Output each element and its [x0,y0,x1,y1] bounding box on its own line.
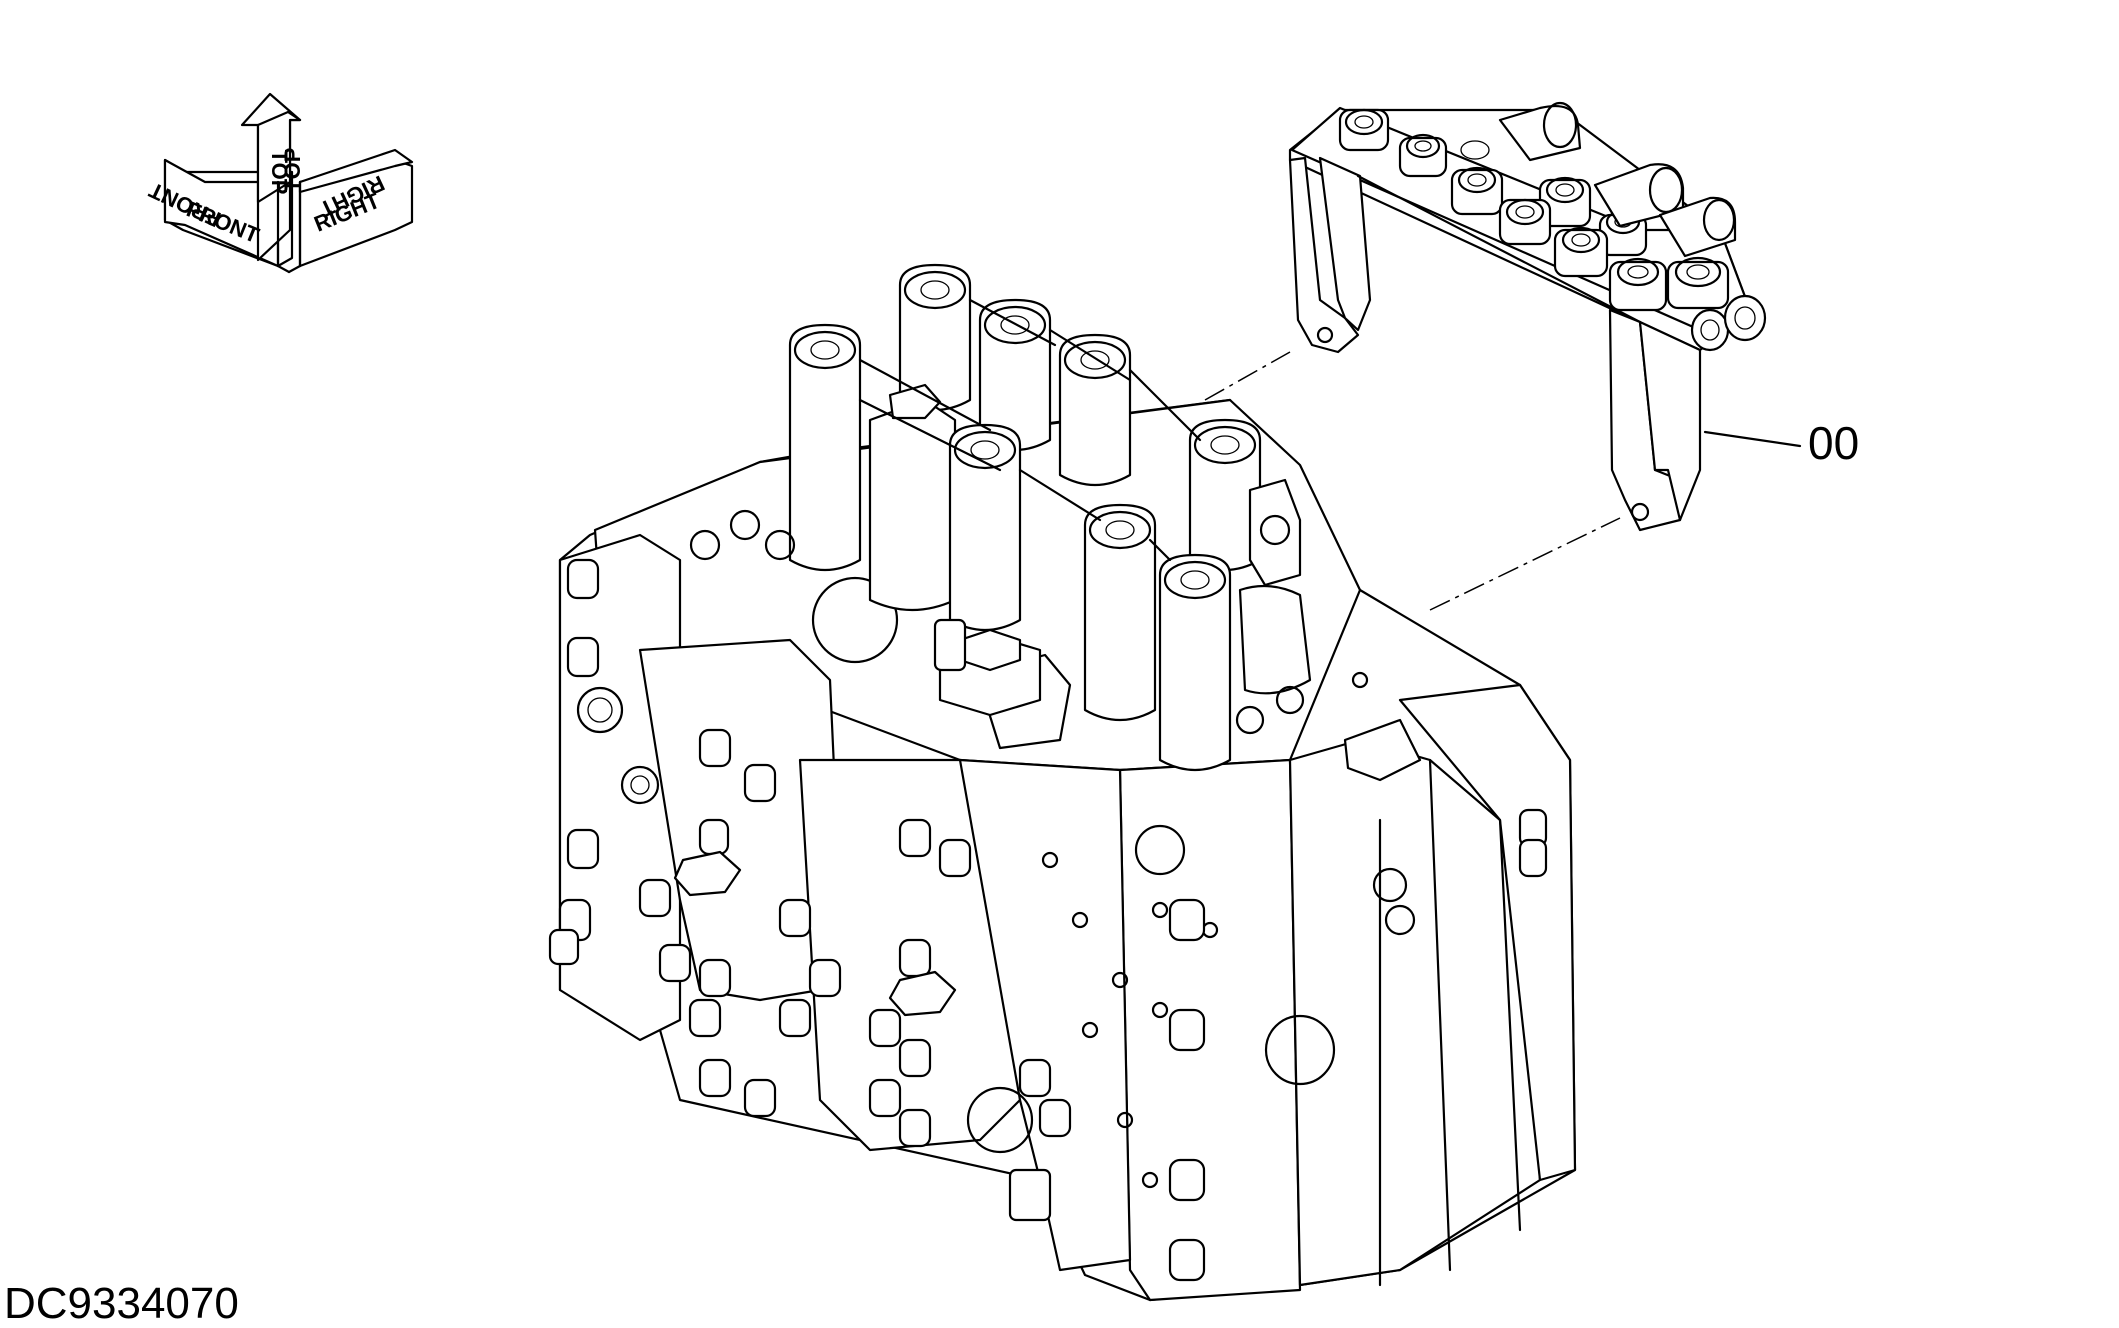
manifold-ports [1338,101,1767,352]
assembly-line-2 [1429,517,1621,611]
orientation-top-label-mirror: TOP [280,148,305,193]
control-valve-body [548,398,1577,1302]
assembly-line-1 [1204,351,1291,401]
orientation-top-label: TOP [267,150,292,195]
spool-caps [689,263,1312,771]
drawing-id-label: DC9334070 [4,1279,239,1328]
callout-leader [1703,430,1802,448]
part-callout-number: 00 [1808,417,1860,469]
bracket-manifold [1288,101,1767,532]
orientation-icon: FRONT FRONT TOP TOP RIGHT RIGHT [145,92,414,274]
bolt-heads [548,558,1548,1282]
